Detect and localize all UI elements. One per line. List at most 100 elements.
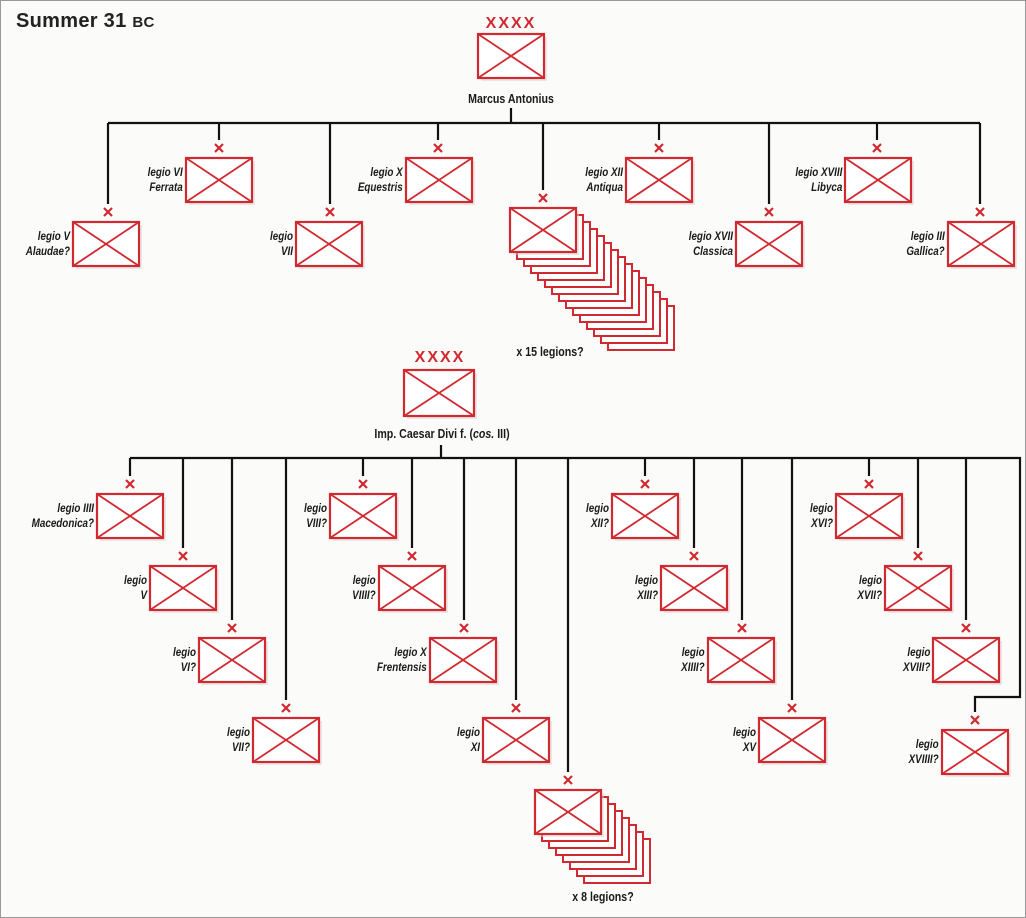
- legion-title: XVIII?: [902, 660, 930, 674]
- infantry-cross: [884, 565, 952, 611]
- infantry-cross: [482, 717, 550, 763]
- diagram-title: Summer 31 BC: [16, 10, 155, 33]
- legion-number: legio XVII: [688, 229, 733, 243]
- legion-echelon-icon: [178, 551, 188, 561]
- infantry-cross: [252, 717, 320, 763]
- legion-number: legio: [810, 501, 833, 515]
- infantry-cross: [477, 33, 545, 79]
- infantry-cross: [429, 637, 497, 683]
- legion-echelon-icon: [433, 143, 443, 153]
- legion-number: legio: [635, 573, 658, 587]
- legion-echelon-icon: [511, 703, 521, 713]
- legion-title: VIIII?: [352, 588, 376, 602]
- legion-number: legio V: [37, 229, 70, 243]
- legion-stack-count: x 8 legions?: [572, 890, 634, 904]
- infantry-cross: [72, 221, 140, 267]
- infantry-cross: [947, 221, 1015, 267]
- infantry-cross: [509, 207, 577, 253]
- commander-name-part: Imp. Caesar Divi f. (: [374, 427, 473, 441]
- legion-title: XIII?: [637, 588, 658, 602]
- legion-echelon-icon: [654, 143, 664, 153]
- legion-number: legio: [859, 573, 882, 587]
- legion-echelon-icon: [764, 207, 774, 217]
- legion-number: legio X: [394, 645, 427, 659]
- legion-title: Frentensis: [377, 660, 427, 674]
- commander-name-part: cos.: [472, 427, 495, 441]
- legion-echelon-icon: [961, 623, 971, 633]
- infantry-cross: [625, 157, 693, 203]
- title-date: Summer 31: [16, 10, 127, 32]
- legion-number: legio: [733, 725, 756, 739]
- legion-title: Macedonica?: [31, 516, 94, 530]
- caesar-army-echelon-marks: XXXX: [414, 349, 466, 366]
- infantry-cross: [96, 493, 164, 539]
- infantry-cross: [329, 493, 397, 539]
- commander-name-part: III): [494, 427, 510, 441]
- title-era: BC: [132, 14, 155, 31]
- legion-number: legio: [586, 501, 609, 515]
- legion-number: legio: [173, 645, 196, 659]
- infantry-cross: [378, 565, 446, 611]
- legion-title: VII?: [231, 740, 250, 754]
- legion-title: XV: [742, 740, 756, 754]
- legion-echelon-icon: [103, 207, 113, 217]
- infantry-cross: [611, 493, 679, 539]
- infantry-cross: [198, 637, 266, 683]
- legion-echelon-icon: [563, 775, 573, 785]
- legion-title: VIII?: [306, 516, 327, 530]
- legion-stack-count: x 15 legions?: [516, 345, 584, 359]
- infantry-cross: [932, 637, 1000, 683]
- infantry-cross: [707, 637, 775, 683]
- commander-name-caesar: Imp. Caesar Divi f. (cos. III): [374, 427, 509, 441]
- legion-title: Alaudae?: [25, 244, 70, 258]
- infantry-cross: [844, 157, 912, 203]
- legion-title: V: [140, 588, 147, 602]
- legion-number: legio: [227, 725, 250, 739]
- legion-title: Libyca: [810, 180, 842, 194]
- legion-echelon-icon: [864, 479, 874, 489]
- legion-title: XVI?: [811, 516, 833, 530]
- legion-title: XVII?: [857, 588, 882, 602]
- legion-number: legio: [270, 229, 293, 243]
- infantry-cross: [660, 565, 728, 611]
- legion-title: Gallica?: [906, 244, 945, 258]
- infantry-cross: [185, 157, 253, 203]
- legion-number: legio: [353, 573, 376, 587]
- legion-number: legio: [304, 501, 327, 515]
- legion-echelon-icon: [358, 479, 368, 489]
- legion-title: Equestris: [358, 180, 403, 194]
- caesar-branch-bar: [130, 456, 1022, 712]
- legion-title: Antiqua: [586, 180, 623, 194]
- legion-echelon-icon: [737, 623, 747, 633]
- legion-number: legio X: [370, 165, 403, 179]
- legion-title: Classica: [693, 244, 733, 258]
- legion-number: legio XVIII: [794, 165, 842, 179]
- infantry-cross: [403, 369, 475, 417]
- infantry-cross: [405, 157, 473, 203]
- antonius-army-echelon-marks: XXXX: [485, 15, 537, 32]
- infantry-cross: [295, 221, 363, 267]
- legion-number: legio: [682, 645, 705, 659]
- legion-title: XIIII?: [681, 660, 705, 674]
- legion-title: XII?: [590, 516, 609, 530]
- legion-echelon-icon: [872, 143, 882, 153]
- legion-echelon-icon: [787, 703, 797, 713]
- legion-number: legio: [457, 725, 480, 739]
- legion-echelon-icon: [325, 207, 335, 217]
- legion-echelon-icon: [975, 207, 985, 217]
